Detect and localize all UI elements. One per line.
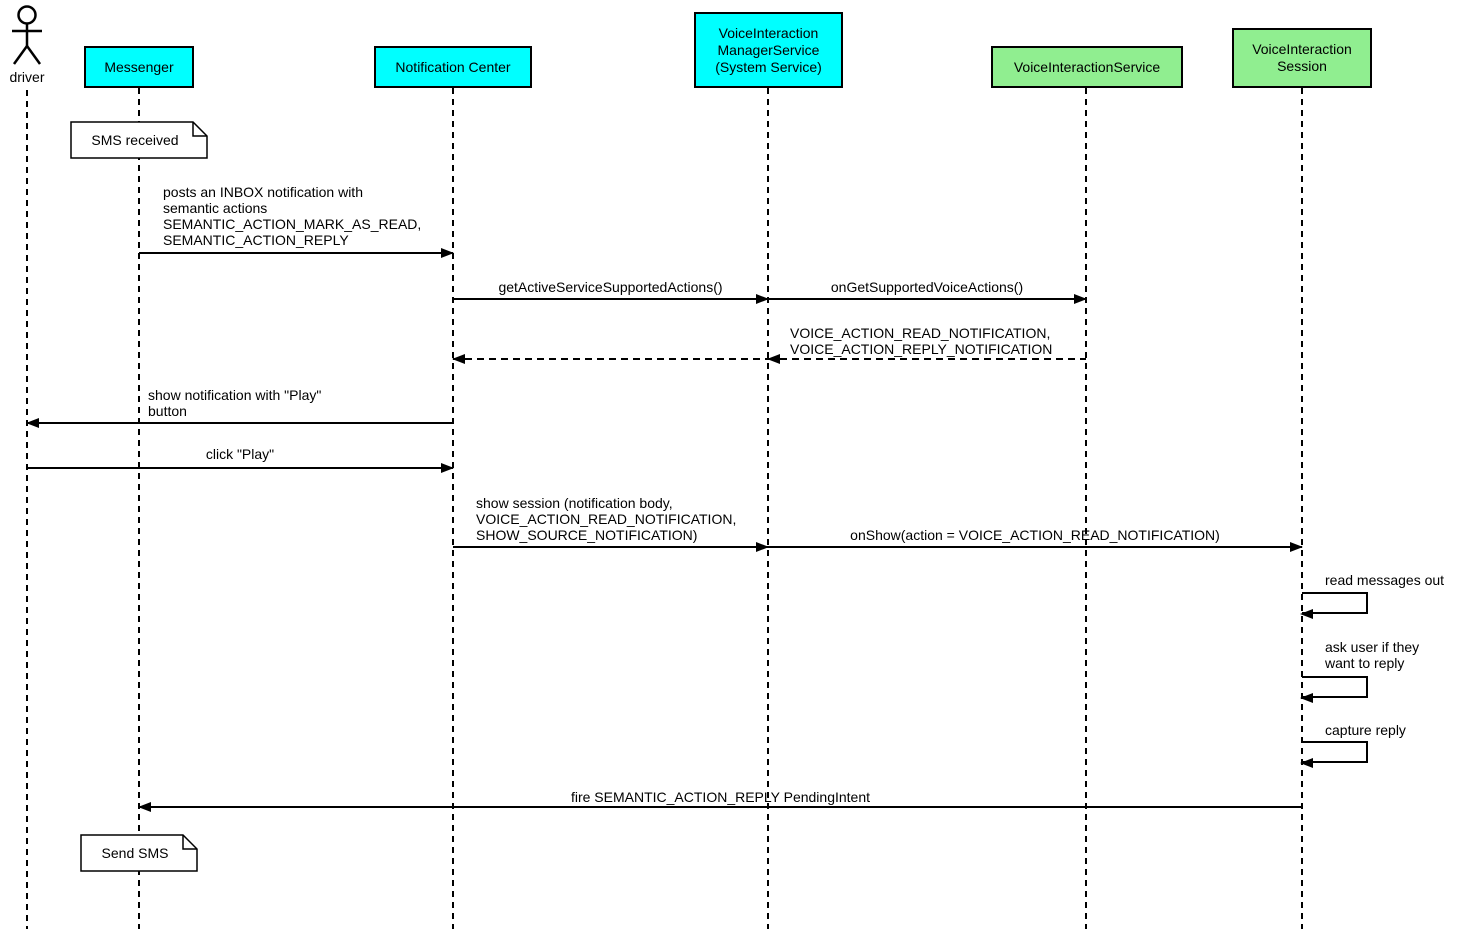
participant-messenger: Messenger <box>84 46 194 88</box>
message-label: onGetSupportedVoiceActions() <box>830 279 1024 295</box>
arrowhead-left-icon <box>1300 693 1313 703</box>
participant-voiceinteractionservice: VoiceInteractionService <box>991 46 1183 88</box>
arrowhead-right-icon <box>756 294 769 304</box>
message-label: onShow(action = VOICE_ACTION_READ_NOTIFI… <box>850 527 1220 543</box>
self-message-loop <box>1300 592 1368 619</box>
arrowhead-left-icon <box>26 418 39 428</box>
arrowhead-right-icon <box>441 463 454 473</box>
note-sms-received: SMS received <box>70 121 208 159</box>
arrowhead-left-icon <box>138 802 151 812</box>
participant-label: Notification Center <box>395 58 511 75</box>
message-arrow <box>139 248 454 258</box>
arrowhead-left-icon <box>767 354 780 364</box>
note-text: Send SMS <box>101 845 169 861</box>
participant-label: VoiceInteraction ManagerService (System … <box>715 24 822 75</box>
actor-stick-figure-icon <box>12 5 42 65</box>
lifeline-notification-center <box>452 88 454 929</box>
message-return-arrow <box>452 354 768 364</box>
message-label: fire SEMANTIC_ACTION_REPLY PendingIntent <box>570 789 871 805</box>
arrowhead-right-icon <box>441 248 454 258</box>
message-arrow <box>27 463 454 473</box>
note-shape <box>80 834 198 872</box>
lifeline-voiceinteraction-managerservice <box>767 88 769 929</box>
note-shape <box>70 121 208 159</box>
message-label: getActiveServiceSupportedActions() <box>498 279 723 295</box>
lifeline-voiceinteraction-session <box>1301 88 1303 929</box>
message-return-arrow <box>767 354 1086 364</box>
arrowhead-right-icon <box>1074 294 1087 304</box>
participant-label: VoiceInteractionService <box>1013 58 1161 75</box>
participant-notification-center: Notification Center <box>374 46 532 88</box>
actor-label: driver <box>9 69 45 85</box>
message-arrow <box>453 542 769 552</box>
arrowhead-left-icon <box>1300 758 1313 768</box>
message-arrow <box>768 294 1087 304</box>
participant-label: Messenger <box>104 58 174 75</box>
message-label: show session (notification body, VOICE_A… <box>476 495 737 543</box>
arrowhead-left-icon <box>1300 609 1313 619</box>
arrowhead-left-icon <box>452 354 465 364</box>
self-message-loop <box>1300 676 1368 703</box>
lifeline-messenger <box>138 88 140 929</box>
message-label: show notification with "Play" button <box>148 387 322 419</box>
participant-label: VoiceInteraction Session <box>1252 41 1352 74</box>
message-arrow <box>26 418 453 428</box>
participant-voiceinteraction-session: VoiceInteraction Session <box>1232 28 1372 88</box>
self-message-loop <box>1300 741 1368 768</box>
note-send-sms: Send SMS <box>80 834 198 872</box>
participant-voiceinteraction-managerservice: VoiceInteraction ManagerService (System … <box>694 12 843 88</box>
message-label: posts an INBOX notification with semanti… <box>163 184 422 248</box>
message-arrow <box>768 542 1303 552</box>
message-label: ask user if they want to reply <box>1325 639 1420 671</box>
arrowhead-right-icon <box>756 542 769 552</box>
lifeline-driver <box>26 90 28 929</box>
arrowhead-right-icon <box>1290 542 1303 552</box>
message-label: read messages out <box>1325 572 1445 588</box>
lifeline-voiceinteractionservice <box>1085 88 1087 929</box>
message-arrow <box>453 294 769 304</box>
message-arrow <box>138 802 1302 812</box>
message-label: click "Play" <box>205 446 275 462</box>
note-text: SMS received <box>91 132 179 148</box>
message-label: capture reply <box>1325 722 1406 738</box>
message-label: VOICE_ACTION_READ_NOTIFICATION, VOICE_AC… <box>790 325 1053 357</box>
